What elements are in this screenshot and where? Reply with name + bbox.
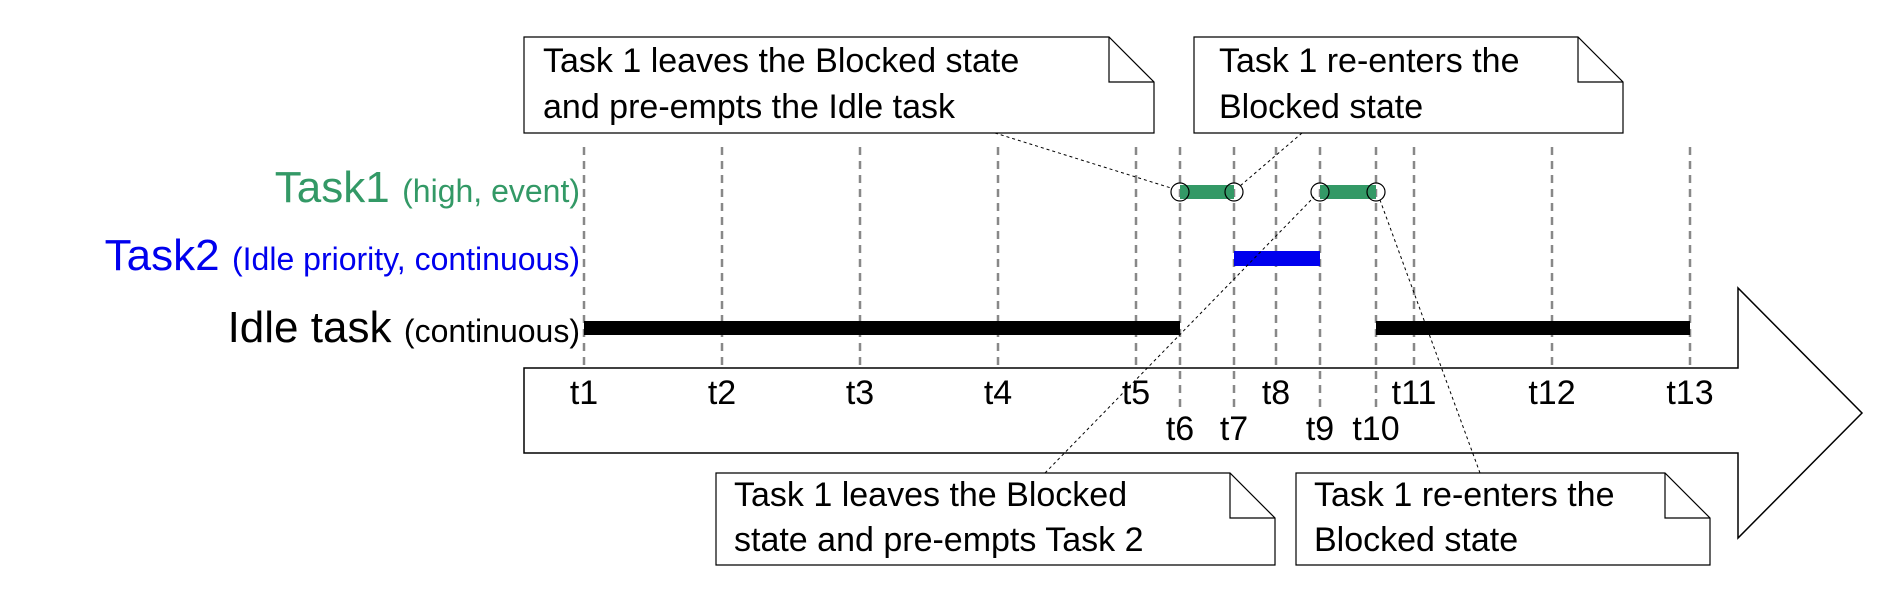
note-box-bottom-left (715, 472, 1276, 566)
task1-bar-2 (1320, 185, 1376, 199)
idle-name: Idle task (228, 303, 393, 352)
fold-bottom-right (1664, 473, 1710, 519)
callout-leaders (994, 132, 1481, 474)
task2-label: Task2 (Idle priority, continuous) (105, 231, 580, 280)
tick-label-t9: t9 (1306, 410, 1334, 448)
fold-bottom-left (1229, 473, 1275, 519)
tick-label-t5: t5 (1122, 374, 1150, 412)
tick-label-t12: t12 (1528, 374, 1575, 412)
tick-label-t8: t8 (1262, 374, 1290, 412)
note-folds (1108, 37, 1710, 519)
tick-label-t11: t11 (1392, 374, 1437, 412)
event-circle-t10 (1366, 182, 1386, 202)
tick-label-t1: t1 (570, 374, 598, 412)
task2-bar (1234, 251, 1320, 266)
tick-label-t3: t3 (846, 374, 874, 412)
tick-label-t6: t6 (1166, 410, 1194, 448)
task1-label: Task1 (high, event) (275, 163, 580, 212)
fold-top-right (1577, 37, 1623, 83)
note-top-left-line1: Task 1 leaves the Blocked state (543, 42, 1019, 80)
tick-label-t13: t13 (1666, 374, 1713, 412)
note-top-right-line1: Task 1 re-enters the (1219, 42, 1519, 80)
idle-bar-1 (584, 321, 1180, 335)
note-box-top-left (523, 36, 1155, 134)
note-box-bottom-right (1295, 472, 1711, 566)
task2-name: Task2 (105, 231, 220, 280)
leader-top-right (1239, 132, 1303, 187)
note-bottom-left-line1: Task 1 leaves the Blocked (734, 476, 1127, 514)
note-bottom-right-line2: Blocked state (1314, 521, 1518, 559)
event-circle-t7 (1224, 182, 1244, 202)
fold-top-left (1108, 37, 1154, 83)
event-circle-t9 (1310, 182, 1330, 202)
task1-detail: (high, event) (402, 173, 580, 209)
note-top-left-line2: and pre-empts the Idle task (543, 88, 956, 126)
note-top-right-line2: Blocked state (1219, 88, 1423, 126)
leader-bottom-right (1379, 199, 1481, 474)
idle-detail: (continuous) (404, 313, 580, 349)
note-box-top-right (1193, 36, 1624, 134)
task2-detail: (Idle priority, continuous) (232, 241, 580, 277)
tick-label-t7: t7 (1220, 410, 1248, 448)
task1-bar-1 (1180, 185, 1234, 199)
event-circle-t6 (1170, 182, 1190, 202)
time-arrow (523, 286, 1864, 540)
idle-bar-2 (1376, 321, 1690, 335)
event-markers (1170, 182, 1386, 202)
note-bottom-right-line1: Task 1 re-enters the (1314, 476, 1614, 514)
tick-label-t2: t2 (708, 374, 736, 412)
idle-label: Idle task (continuous) (228, 303, 580, 352)
note-bottom-left-line2: state and pre-empts Task 2 (734, 521, 1143, 559)
callout-boxes (523, 36, 1711, 566)
tick-label-t4: t4 (984, 374, 1012, 412)
leader-top-left (994, 132, 1172, 189)
leader-bottom-left (1044, 196, 1315, 474)
task1-name: Task1 (275, 163, 390, 212)
tick-label-t10: t10 (1352, 410, 1399, 448)
